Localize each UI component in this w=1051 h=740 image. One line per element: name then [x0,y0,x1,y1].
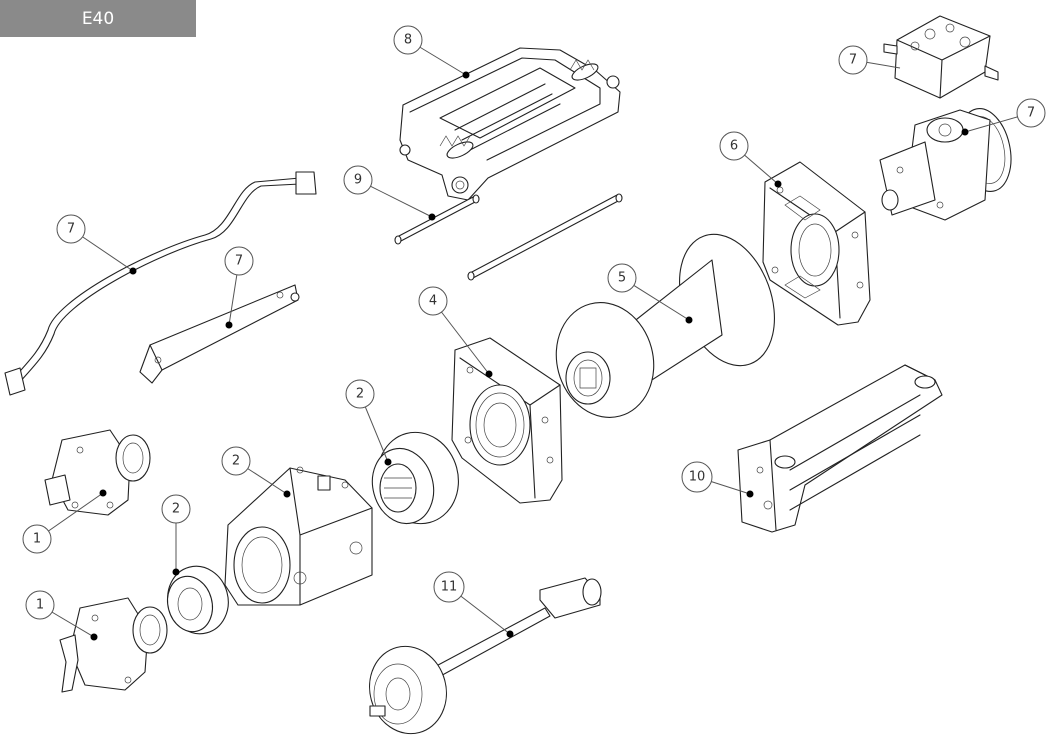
callout-label: 2 [172,502,180,517]
callout-1-lower: 1 [25,590,98,641]
callout-label: 5 [618,271,626,286]
part-gear-plate [451,337,563,504]
part-rod-upper [394,194,480,245]
callout-7-hose: 7 [56,214,137,275]
callout-1-upper: 1 [22,489,107,554]
callout-label: 7 [235,254,243,269]
callout-label: 7 [849,53,857,68]
callout-label: 4 [429,294,437,309]
callout-label: 2 [232,454,240,469]
callout-label: 11 [441,580,458,595]
callout-label: 1 [36,598,44,613]
part-clutch-lower [59,597,168,693]
callout-9: 9 [343,165,436,221]
callout-label: 7 [67,222,75,237]
callout-label: 9 [354,173,362,188]
callout-label: 7 [1027,106,1035,121]
part-gear-housing [224,466,373,606]
part-clutch-upper [44,429,151,516]
part-rod-lower [467,193,623,281]
part-fairlead [737,364,943,533]
part-ring-gear [371,431,459,525]
callout-7-motor: 7 [961,98,1046,136]
callout-8: 8 [393,25,470,79]
part-seal-ring [166,565,229,635]
callout-2-housing: 2 [221,446,291,498]
part-drive-shaft [369,577,602,735]
callout-label: 8 [404,33,412,48]
part-hydraulic-motor [879,108,1012,221]
callout-2-ring-gear: 2 [345,379,392,466]
part-end-plate [762,161,871,326]
callout-label: 10 [689,470,706,485]
diagram-title: E40 [81,8,115,29]
callout-4: 4 [418,286,493,378]
part-hydraulic-hose [4,171,317,396]
part-valve-block [883,15,999,99]
callout-11: 11 [433,571,514,638]
part-drum [555,233,775,418]
callout-label: 1 [33,532,41,547]
callout-2-seal: 2 [161,494,191,576]
callout-7-valve-block: 7 [838,45,901,75]
callout-6: 6 [719,131,782,188]
callout-label: 2 [356,387,364,402]
callout-label: 6 [730,139,738,154]
part-bracket [139,284,300,384]
part-frame-assembly [399,47,621,201]
callout-10: 10 [681,461,754,498]
callout-5: 5 [607,263,693,324]
callout-7-bracket: 7 [224,246,254,329]
title-banner: E40 [0,0,196,37]
